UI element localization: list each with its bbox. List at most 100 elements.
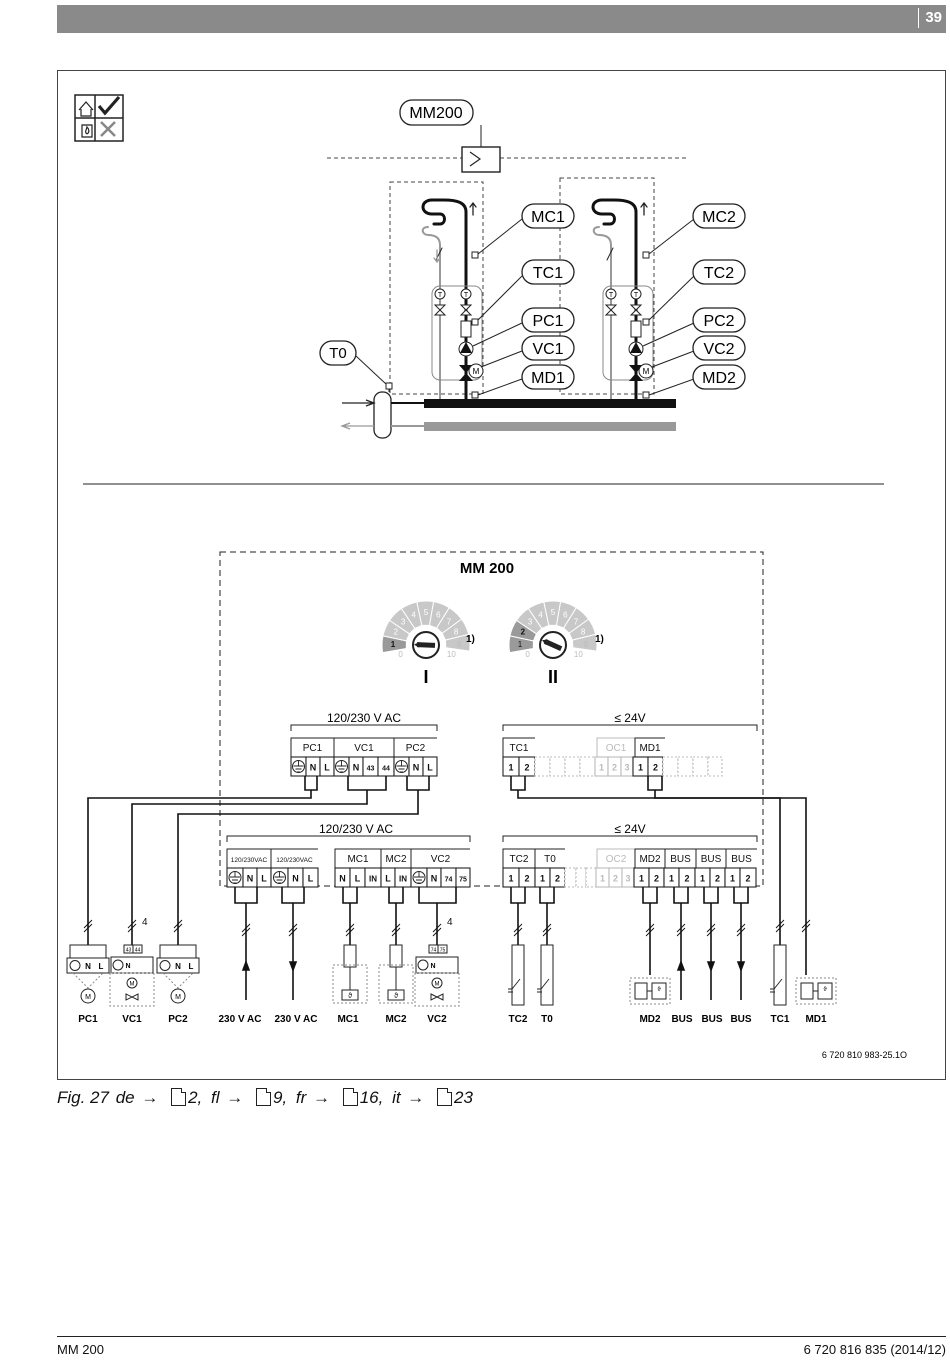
cable-mark — [676, 923, 686, 937]
terminal-group-header: OC2 — [596, 848, 635, 868]
terminal-group-header: VC1 — [333, 737, 394, 757]
caption-ref: it → 23 — [392, 1088, 473, 1107]
svg-text:PC1: PC1 — [532, 313, 563, 330]
svg-text:L: L — [189, 962, 194, 971]
svg-text:74: 74 — [431, 948, 437, 954]
svg-text:L: L — [427, 763, 433, 773]
row1-ac-title: 120/230 V AC — [327, 711, 401, 725]
note-2: 1) — [595, 634, 604, 645]
svg-text:PC2: PC2 — [703, 313, 734, 330]
wire — [642, 887, 658, 904]
dial-number: 4 — [538, 610, 543, 619]
terminal-group-header: BUS — [664, 848, 696, 868]
svg-text:MM200: MM200 — [409, 105, 462, 122]
dial-number: 7 — [574, 617, 579, 626]
cable-mark — [83, 919, 93, 933]
terminal-label: 230 V AC — [275, 1014, 318, 1025]
page-number: 39 — [918, 8, 942, 28]
wire-count: 4 — [447, 917, 453, 928]
wire — [388, 887, 404, 904]
ground-icon — [274, 872, 285, 884]
dial-segment — [444, 633, 471, 652]
temp-limit-icon: ϑ — [348, 993, 352, 1000]
dial-number: 3 — [528, 617, 533, 626]
terminal-label: MC2 — [385, 1014, 407, 1025]
svg-text:M: M — [85, 994, 91, 1001]
dial-number: 1 — [518, 640, 523, 649]
wire — [131, 790, 368, 945]
svg-text:IN: IN — [399, 875, 407, 884]
svg-text:2: 2 — [684, 874, 689, 884]
terminal-group-header: PC2 — [393, 737, 437, 757]
callout-pc1: PC1 — [521, 307, 575, 333]
terminal-label: T0 — [541, 1014, 553, 1025]
cable-mark — [775, 919, 785, 933]
svg-text:OC1: OC1 — [606, 743, 627, 754]
terminal-label: MD1 — [805, 1014, 827, 1025]
wire — [733, 887, 749, 904]
svg-text:L: L — [355, 874, 361, 884]
manifold — [340, 382, 676, 439]
device-mc1: ϑ — [332, 944, 368, 1004]
callout-t0: T0 — [319, 340, 357, 366]
svg-text:BUS: BUS — [701, 854, 722, 865]
cable-mark — [288, 923, 298, 937]
svg-text:MD1: MD1 — [531, 370, 565, 387]
figure-caption: Fig. 27 de → 2, fl → 9, fr → 16, it → 23 — [57, 1088, 479, 1108]
terminal-group-header: T0 — [534, 848, 565, 868]
callout-vc1: VC1 — [521, 335, 575, 361]
terminal-label: 230 V AC — [219, 1014, 262, 1025]
svg-text:TC2: TC2 — [510, 854, 529, 865]
leader-lines — [355, 218, 695, 396]
terminal-group-header: TC1 — [502, 737, 535, 757]
terminal-label: TC1 — [771, 1014, 790, 1025]
wire — [304, 776, 318, 791]
switch-2-label: II — [548, 667, 558, 687]
dial-number: 3 — [401, 617, 406, 626]
svg-text:2: 2 — [613, 874, 618, 884]
device-t0 — [537, 944, 554, 1006]
dial-number: 9 — [584, 640, 589, 649]
svg-text:T: T — [464, 292, 469, 299]
circuit-2-components: T T M — [604, 288, 654, 381]
drawing-code: 6 720 810 983-25.1O — [822, 1050, 907, 1060]
terminal-label: MD2 — [639, 1014, 661, 1025]
switch-1-label: I — [423, 667, 428, 687]
svg-text:N: N — [175, 962, 181, 971]
svg-text:2: 2 — [524, 763, 529, 773]
temp-limit-icon: ϑ — [394, 993, 398, 1000]
sensor-markers — [471, 251, 650, 399]
row2-dc-title: ≤ 24V — [614, 822, 645, 836]
terminal-group-header: VC2 — [410, 848, 470, 868]
terminal-group-header: PC1 — [290, 737, 334, 757]
svg-text:N: N — [85, 962, 91, 971]
bus-lines — [327, 157, 687, 395]
ntc-icon — [508, 978, 521, 993]
svg-text:N: N — [413, 763, 420, 773]
svg-text:VC1: VC1 — [354, 743, 374, 754]
terminal-group-header: TC2 — [502, 848, 535, 868]
flame-icon — [81, 124, 93, 138]
dial-number: 10 — [574, 650, 583, 659]
wire — [510, 776, 526, 791]
svg-text:N: N — [430, 963, 435, 970]
circuit-1-components: T T M — [433, 288, 484, 381]
device-tc1 — [770, 944, 787, 1006]
svg-text:1: 1 — [730, 874, 735, 884]
svg-text:T: T — [438, 292, 443, 299]
terminal-group-header: MC1 — [334, 848, 381, 868]
svg-text:TC1: TC1 — [533, 265, 563, 282]
wire — [347, 776, 387, 791]
arrow-down-icon — [706, 961, 716, 973]
dial-number: 1 — [391, 640, 396, 649]
svg-text:VC1: VC1 — [532, 341, 563, 358]
svg-text:L: L — [385, 874, 391, 884]
svg-text:T: T — [634, 292, 639, 299]
terminal-group-header: 120/230VAC — [226, 848, 271, 868]
arrow-down-icon — [736, 961, 746, 973]
